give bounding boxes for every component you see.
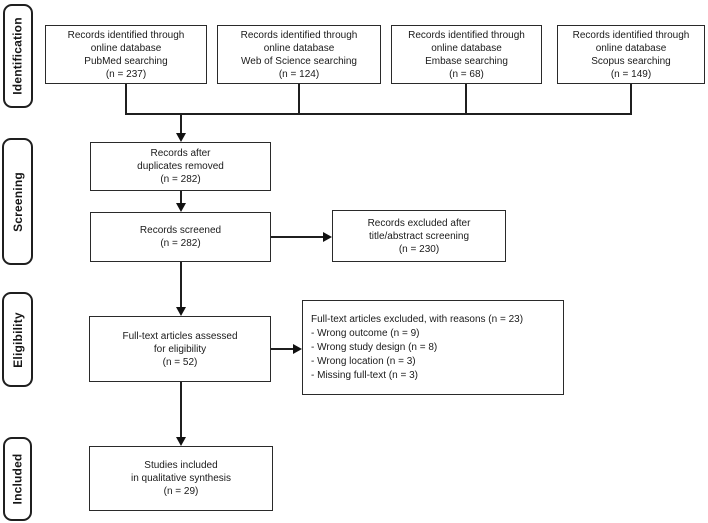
arrow-to-duplicates-line	[180, 113, 182, 135]
stage-label-screening-text: Screening	[10, 171, 25, 232]
box-line: (n = 29)	[163, 486, 199, 497]
connector-collector-line	[125, 113, 632, 115]
box-line: Full-text articles excluded, with reason…	[311, 313, 524, 325]
box-line: (n = 124)	[278, 68, 320, 80]
box-line: PubMed searching	[84, 55, 168, 67]
box-line: Records identified through	[240, 29, 358, 41]
arrow-duplicates-to-screened-head	[176, 203, 186, 212]
box-line: Records identified through	[408, 29, 525, 41]
arrow-to-duplicates-head	[176, 133, 186, 142]
box-records-scopus: Records identified through online databa…	[557, 25, 705, 84]
connector-stub-web-of-science	[298, 84, 300, 113]
box-excluded-fulltext-reasons: Full-text articles excluded, with reason…	[302, 300, 564, 395]
box-line: (n = 149)	[610, 68, 652, 80]
arrow-screened-to-fulltext-line	[180, 262, 182, 308]
box-excluded-title-abstract: Records excluded after title/abstract sc…	[332, 210, 506, 262]
stage-label-eligibility: Eligibility	[2, 292, 33, 387]
arrow-fulltext-to-included-line	[180, 382, 182, 438]
box-line: for eligibility	[153, 343, 207, 355]
box-line: Full-text articles assessed	[122, 330, 238, 342]
stage-label-identification: Identification	[3, 4, 33, 108]
arrow-fulltext-to-excluded-line	[271, 348, 295, 350]
stage-label-screening: Screening	[2, 138, 33, 265]
connector-stub-pubmed	[125, 84, 127, 113]
arrow-screened-to-fulltext-head	[176, 307, 186, 316]
box-line: (n = 68)	[449, 68, 484, 80]
box-studies-included: Studies included in qualitative synthesi…	[89, 446, 273, 511]
box-line: Web of Science searching	[241, 55, 357, 67]
stage-label-identification-text: Identification	[11, 17, 25, 95]
arrow-screened-to-excluded-head	[323, 232, 332, 242]
arrow-fulltext-to-included-head	[176, 437, 186, 446]
box-line: (n = 237)	[105, 68, 147, 80]
arrow-screened-to-excluded-line	[271, 236, 324, 238]
connector-stub-embase	[465, 84, 467, 113]
box-line: - Missing full-text (n = 3)	[311, 369, 418, 381]
box-line: (n = 282)	[160, 238, 201, 249]
box-duplicates-removed: Records after duplicates removed (n = 28…	[90, 142, 271, 191]
box-line: - Wrong study design (n = 8)	[311, 341, 438, 353]
box-line: Studies included	[144, 460, 218, 471]
box-line: (n = 52)	[162, 356, 198, 368]
box-line: online database	[263, 42, 335, 54]
arrow-duplicates-to-screened-line	[180, 191, 182, 204]
box-line: online database	[431, 42, 502, 54]
box-records-web-of-science: Records identified through online databa…	[217, 25, 381, 84]
box-line: online database	[595, 42, 667, 54]
box-line: - Wrong location (n = 3)	[311, 355, 416, 367]
box-line: duplicates removed	[137, 161, 224, 172]
box-line: Records identified through	[67, 29, 185, 41]
box-line: (n = 282)	[160, 174, 201, 185]
box-line: - Wrong outcome (n = 9)	[311, 327, 420, 339]
box-records-embase: Records identified through online databa…	[391, 25, 542, 84]
box-fulltext-assessed: Full-text articles assessed for eligibil…	[89, 316, 271, 382]
box-line: Scopus searching	[591, 55, 671, 67]
box-line: Embase searching	[425, 55, 508, 67]
box-line: title/abstract screening	[368, 230, 470, 242]
stage-label-eligibility-text: Eligibility	[10, 311, 25, 368]
box-line: (n = 230)	[398, 243, 440, 255]
box-line: Records identified through	[572, 29, 690, 41]
arrow-fulltext-to-excluded-head	[293, 344, 302, 354]
box-line: Records excluded after	[367, 217, 471, 229]
stage-label-included-text: Included	[10, 453, 25, 505]
box-line: Records after	[150, 148, 211, 159]
stage-label-included: Included	[3, 437, 32, 521]
box-line: in qualitative synthesis	[130, 473, 232, 484]
box-line: online database	[90, 42, 162, 54]
box-records-pubmed: Records identified through online databa…	[45, 25, 207, 84]
box-records-screened: Records screened (n = 282)	[90, 212, 271, 262]
connector-stub-scopus	[630, 84, 632, 113]
box-line: Records screened	[139, 225, 222, 236]
